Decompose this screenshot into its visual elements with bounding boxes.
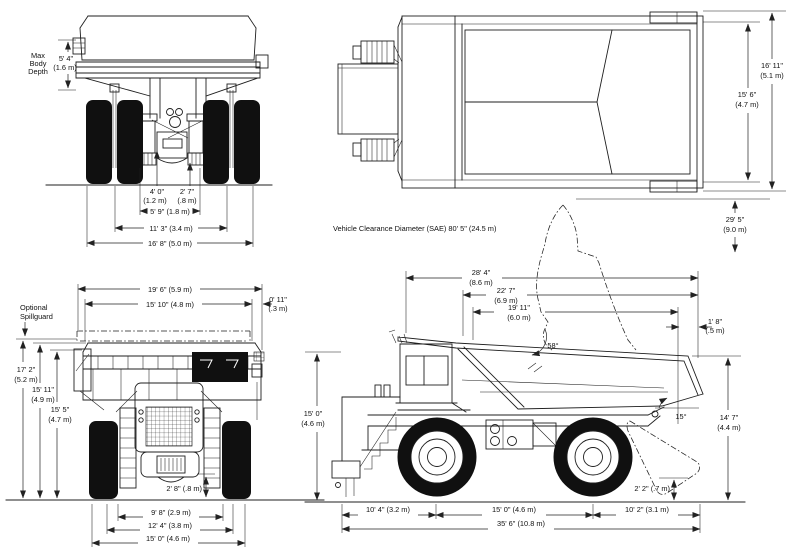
max-body-depth-label: Max — [31, 51, 45, 60]
dim-15-0-wheelbase: 15' 0" (4.6 m) — [492, 505, 536, 514]
dim-17-2-m: (5.2 m) — [14, 375, 37, 384]
dim-1-8-m: (.5 m) — [705, 326, 724, 335]
dim-28-4-m: (8.6 m) — [469, 278, 492, 287]
raised-body-phantom-outline — [536, 204, 700, 495]
max-body-depth-label: Depth — [28, 67, 48, 76]
dim-17-2-ft: 17' 2" — [17, 365, 36, 374]
dim-5-9: 5' 9" (1.8 m) — [150, 207, 190, 216]
rear-view-drawing: Max Body Depth 5' 4" (1.6 m) 4' 0" 2' 7"… — [28, 15, 273, 248]
dim-15-0: 15' 0" (4.6 m) — [146, 534, 190, 543]
side-wheels — [397, 417, 633, 497]
dim-15-10: 15' 10" (4.8 m) — [146, 300, 194, 309]
front-tires — [89, 421, 251, 499]
front-spillguard — [76, 330, 251, 343]
dump-angle-label: 58° — [547, 341, 558, 350]
side-view-drawing: 28' 4" (8.6 m) 22' 7" (6.9 m) 19' 11" (6… — [301, 204, 746, 533]
dim-15-11-m: (4.9 m) — [31, 395, 54, 404]
top-body — [397, 11, 704, 193]
dim-tire-space-m: (.8 m) — [177, 196, 196, 205]
dim-0-11-m: (.3 m) — [268, 304, 287, 313]
dim-22-7-ft: 22' 7" — [497, 286, 516, 295]
front-ladders — [119, 407, 221, 489]
dim-1-8-ft: 1' 8" — [708, 317, 723, 326]
dim-body-depth-m: (1.6 m) — [53, 63, 76, 72]
dim-19-11-m: (6.0 m) — [507, 313, 530, 322]
dim-height-15-0-ft: 15' 0" — [304, 409, 323, 418]
dim-15-5-ft: 15' 5" — [51, 405, 70, 414]
dim-9-8: 9' 8" (2.9 m) — [151, 508, 191, 517]
dim-19-6: 19' 6" (5.9 m) — [148, 285, 192, 294]
top-dimensions: 16' 11" (5.1 m) 15' 6" (4.7 m) 29' 5" (9… — [333, 10, 786, 253]
dim-15-11-ft: 15' 11" — [32, 385, 54, 394]
dim-19-11-ft: 19' 11" — [508, 303, 530, 312]
dim-dump-reach-m: (9.0 m) — [723, 225, 746, 234]
spillguard-label: Optional — [20, 303, 48, 312]
dim-28-4-ft: 28' 4" — [472, 268, 491, 277]
dim-overall-width-m: (5.1 m) — [760, 71, 783, 80]
dim-16-8: 16' 8" (5.0 m) — [148, 239, 192, 248]
dim-0-11-ft: 0' 11" — [269, 295, 287, 304]
front-body — [73, 342, 265, 420]
dim-dump-reach-ft: 29' 5" — [726, 215, 745, 224]
rear-tires — [86, 100, 260, 184]
dim-15-5-m: (4.7 m) — [48, 415, 71, 424]
dim-12-4: 12' 4" (3.8 m) — [148, 521, 192, 530]
dim-body-depth-ft: 5' 4" — [59, 54, 74, 63]
front-view-drawing: 19' 6" (5.9 m) 15' 10" (4.8 m) 0' 11" (.… — [5, 284, 325, 547]
dim-body-width-ft: 15' 6" — [738, 90, 757, 99]
top-front-section — [337, 40, 403, 162]
body-angle-label: 15° — [675, 412, 686, 421]
dim-dual-center-ft: 4' 0" — [150, 187, 165, 196]
dim-dual-center-m: (1.2 m) — [143, 196, 166, 205]
vehicle-clearance-note: Vehicle Clearance Diameter (SAE) 80' 5" … — [333, 224, 496, 233]
dim-10-4: 10' 4" (3.2 m) — [366, 505, 410, 514]
side-truck — [331, 329, 704, 497]
dim-body-width-m: (4.7 m) — [735, 100, 758, 109]
rear-body — [72, 15, 269, 79]
top-view-drawing: 16' 11" (5.1 m) 15' 6" (4.7 m) 29' 5" (9… — [333, 10, 786, 253]
front-grille — [115, 382, 223, 453]
front-bumper — [140, 451, 200, 483]
dim-tire-space-ft: 2' 7" — [180, 187, 195, 196]
dim-overall-width-ft: 16' 11" — [761, 61, 783, 70]
dim-14-7-m: (4.4 m) — [717, 423, 740, 432]
spillguard-label: Spillguard — [20, 312, 53, 321]
dim-10-2: 10' 2" (3.1 m) — [625, 505, 669, 514]
dim-22-7-m: (6.9 m) — [494, 296, 517, 305]
rear-dimensions: Max Body Depth 5' 4" (1.6 m) 4' 0" 2' 7"… — [28, 39, 254, 248]
max-body-depth-label: Body — [30, 59, 47, 68]
dim-height-15-0-m: (4.6 m) — [301, 419, 324, 428]
dim-2-2: 2' 2" (.7 m) — [634, 484, 670, 493]
dim-2-8: 2' 8" (.8 m) — [166, 484, 202, 493]
front-dimensions: 19' 6" (5.9 m) 15' 10" (4.8 m) 0' 11" (.… — [14, 284, 288, 547]
dim-35-6: 35' 6" (10.8 m) — [497, 519, 545, 528]
dim-14-7-ft: 14' 7" — [720, 413, 739, 422]
side-dimensions: 28' 4" (8.6 m) 22' 7" (6.9 m) 19' 11" (6… — [301, 268, 741, 533]
dim-11-3: 11' 3" (3.4 m) — [149, 224, 192, 233]
